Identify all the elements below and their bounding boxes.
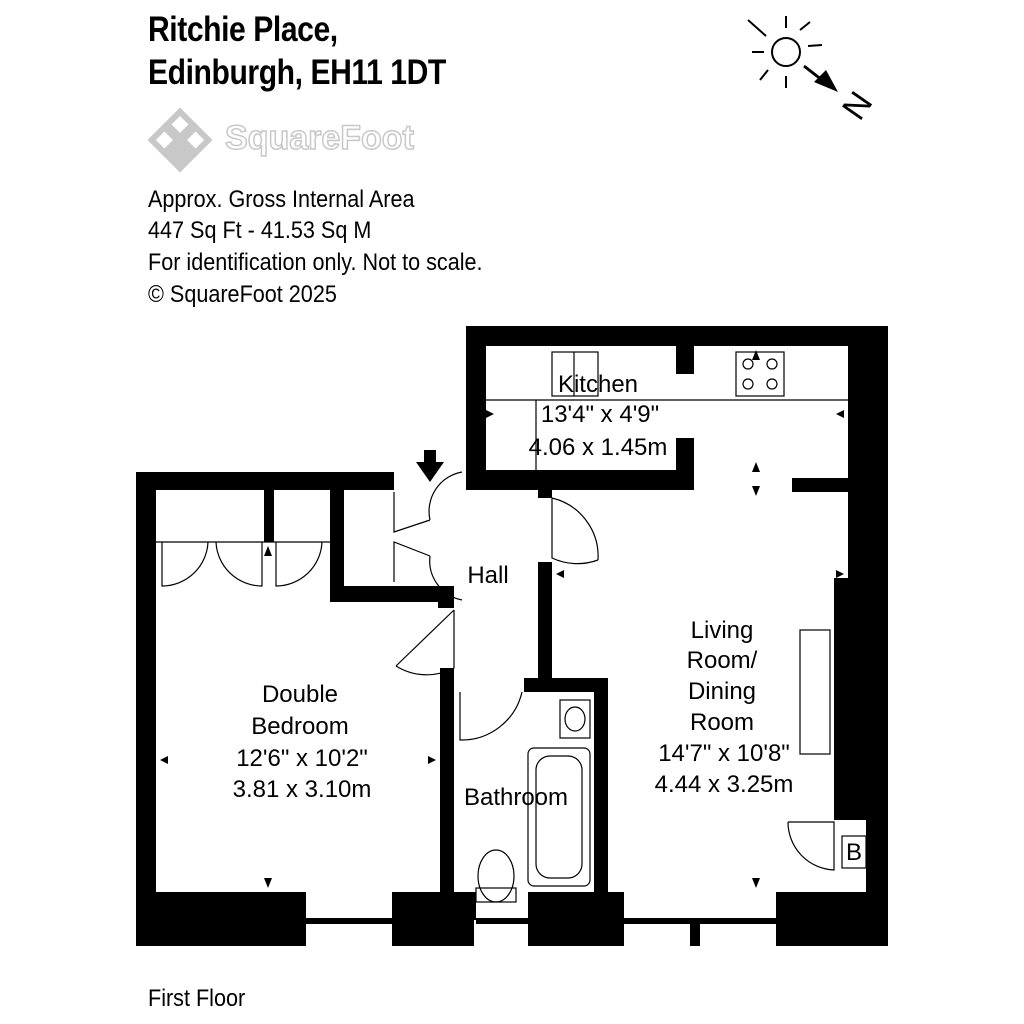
- kitchen-dim-imperial: 13'4" x 4'9": [541, 401, 659, 428]
- brand-text: SquareFoot: [225, 119, 414, 157]
- fixtures: [156, 351, 867, 903]
- walls: [136, 326, 888, 946]
- living-name-4: Room: [690, 709, 754, 736]
- bathroom-name: Bathroom: [464, 784, 568, 811]
- living-name-3: Dining: [688, 678, 756, 705]
- squarefoot-logo: SquareFoot: [147, 107, 415, 173]
- floor-label: First Floor: [148, 985, 246, 1012]
- living-dim-metric: 4.44 x 3.25m: [655, 771, 794, 798]
- hall-name: Hall: [467, 562, 508, 589]
- address-line-1: Ritchie Place,: [148, 10, 338, 49]
- dimension-markers: [160, 350, 844, 888]
- living-dim-imperial: 14'7" x 10'8": [658, 740, 790, 767]
- bedroom-dim-metric: 3.81 x 3.10m: [233, 776, 372, 803]
- disclaimer: For identification only. Not to scale.: [148, 249, 483, 276]
- kitchen-dim-metric: 4.06 x 1.45m: [529, 434, 668, 461]
- address-line-2: Edinburgh, EH11 1DT: [148, 53, 446, 92]
- entrance-arrow-icon: [416, 450, 444, 482]
- bedroom-dim-imperial: 12'6" x 10'2": [236, 745, 368, 772]
- copyright: © SquareFoot 2025: [148, 281, 337, 308]
- area-value: 447 Sq Ft - 41.53 Sq M: [148, 217, 372, 244]
- sun-north-compass-icon: N: [747, 16, 880, 127]
- bedroom-name-2: Bedroom: [251, 713, 348, 740]
- area-label: Approx. Gross Internal Area: [148, 186, 415, 213]
- boiler-label: B: [846, 839, 862, 866]
- kitchen-name: Kitchen: [558, 371, 638, 398]
- living-name-2: Room/: [687, 647, 758, 674]
- living-name-1: Living: [691, 617, 754, 644]
- north-label: N: [835, 85, 880, 127]
- bedroom-name-1: Double: [262, 681, 338, 708]
